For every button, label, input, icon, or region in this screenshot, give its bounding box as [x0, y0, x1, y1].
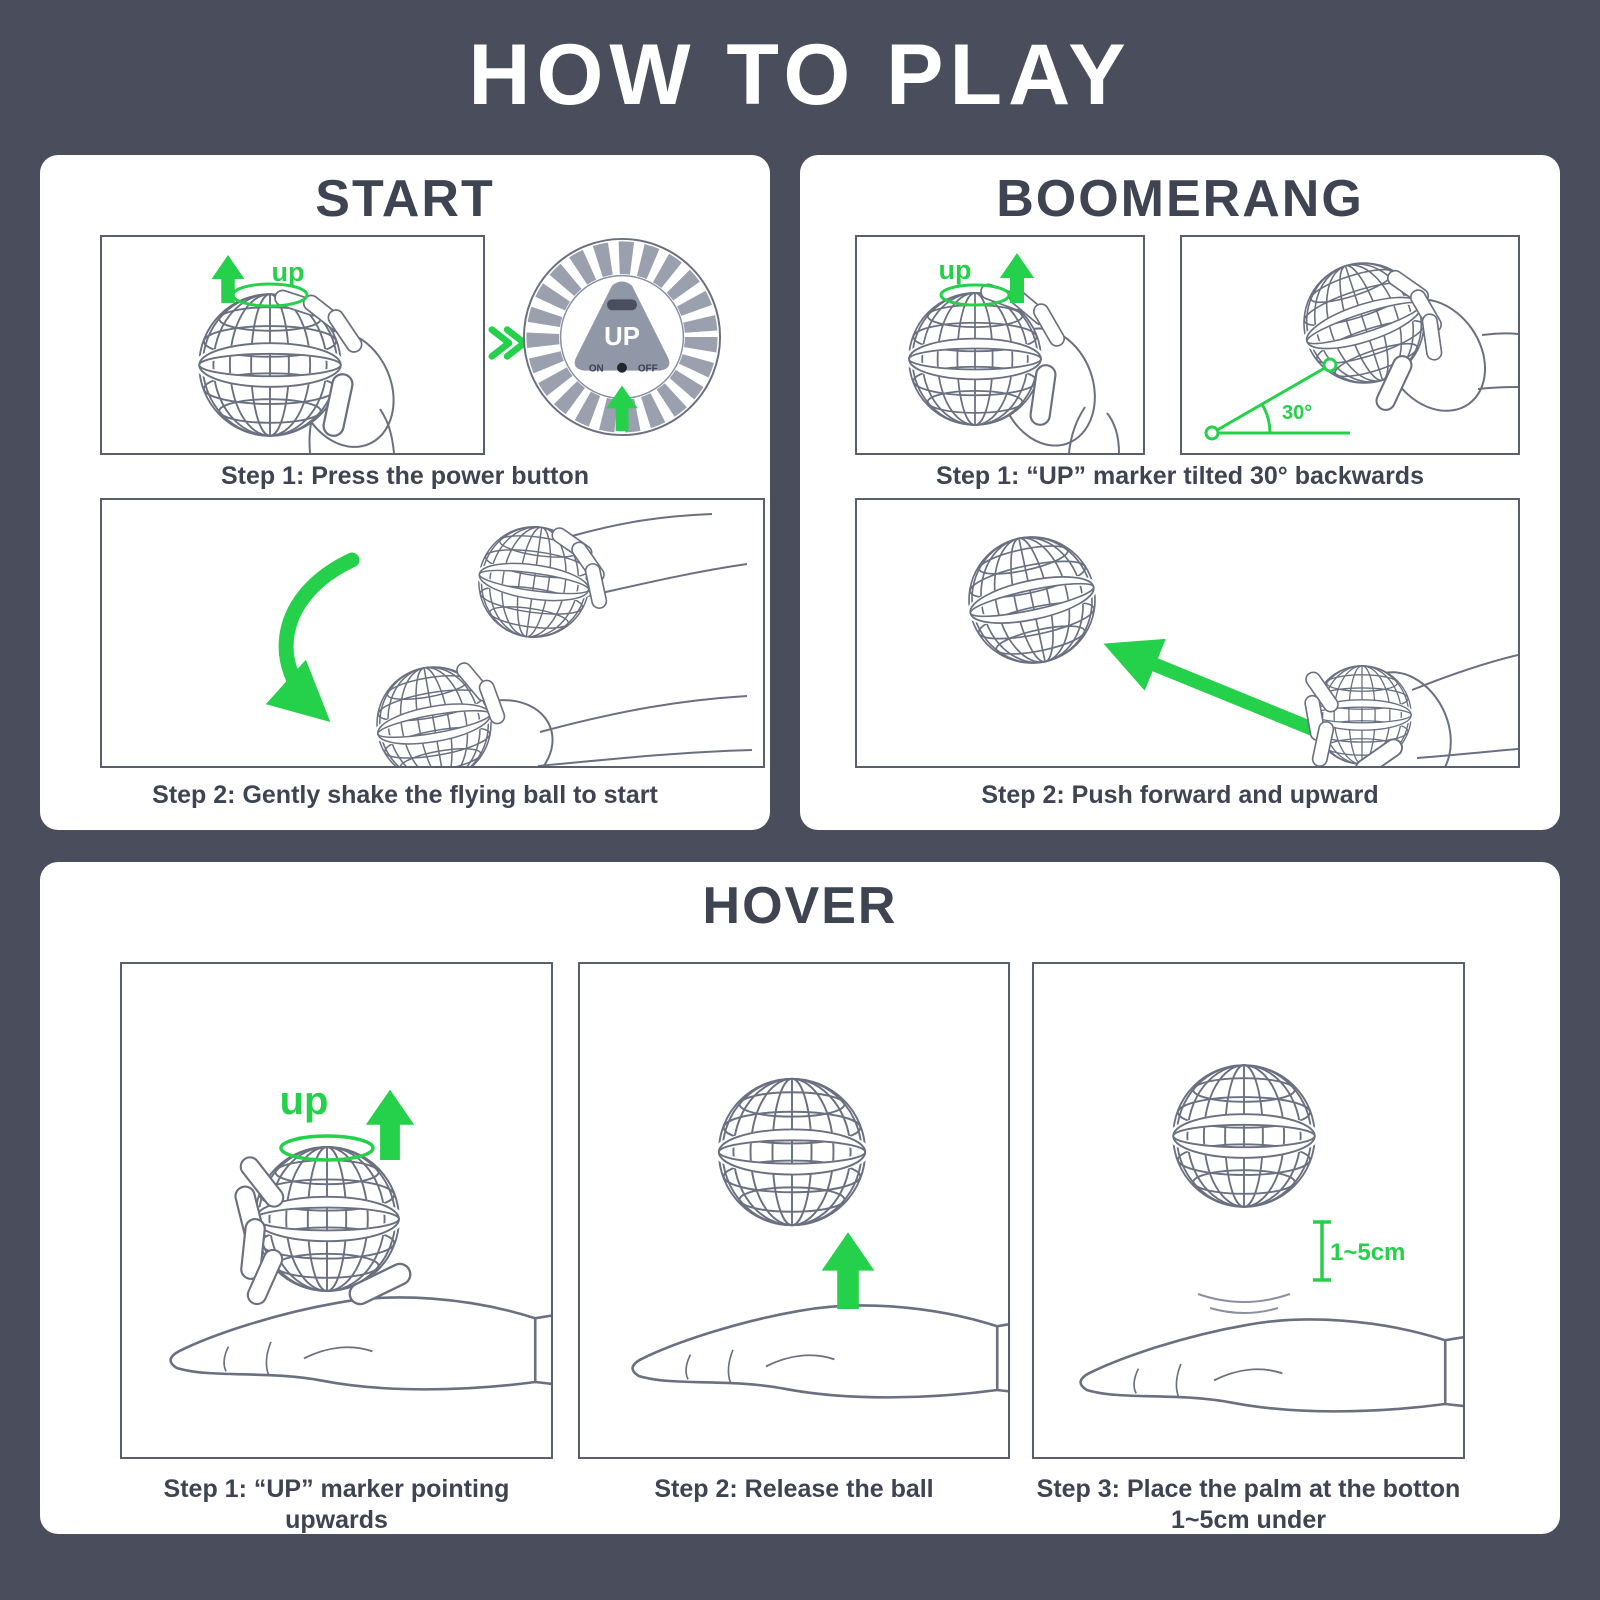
up-label: up: [272, 257, 305, 287]
start-step2-caption: Step 2: Gently shake the flying ball to …: [152, 781, 658, 809]
up-arrow-icon: [211, 255, 245, 303]
up-marker-highlight: [279, 1134, 375, 1162]
center-hub: [574, 281, 670, 371]
up-label: up: [939, 255, 972, 285]
page-title: HOW TO PLAY: [468, 27, 1132, 123]
power-button-detail: UP ON OFF: [518, 233, 726, 441]
power-switch[interactable]: [617, 362, 627, 373]
hub-up-label: UP: [604, 323, 640, 351]
boomerang-step1-caption: Step 1: “UP” marker tilted 30° backwards: [936, 462, 1424, 490]
hover-panel: HOVER up: [40, 862, 1560, 1534]
boomerang-panel: BOOMERANG up: [800, 155, 1560, 830]
up-marker-highlight: [939, 283, 1011, 307]
off-label: OFF: [638, 364, 658, 375]
charge-port: [607, 299, 637, 311]
hover-step1-illustration: up: [120, 962, 553, 1459]
start-step1-illustration: up: [100, 235, 485, 455]
boomerang-title: BOOMERANG: [996, 170, 1364, 228]
hover-step3-line2: 1~5cm under: [1171, 1506, 1326, 1535]
flying-ball: [368, 658, 500, 766]
hover-step3-illustration: 1~5cm: [1032, 962, 1465, 1459]
start-panel: START up UP ON OFF: [40, 155, 770, 830]
hover-title: HOVER: [702, 877, 898, 935]
open-palm-hand: [631, 1304, 1008, 1400]
hover-step3-line1: Step 3: Place the palm at the botton: [1036, 1475, 1461, 1503]
boomerang-step2-caption: Step 2: Push forward and upward: [981, 781, 1379, 809]
hover-step3-caption: Step 3: Place the palm at the botton 1~5…: [1012, 1474, 1485, 1537]
angle-label: 30°: [1282, 402, 1312, 424]
start-step1-caption: Step 1: Press the power button: [220, 462, 590, 490]
shake-arrow-icon: [265, 552, 360, 723]
flying-ball: [957, 525, 1106, 674]
cage-ring: [526, 241, 718, 433]
up-label: up: [280, 1079, 329, 1123]
distance-measure-icon: [1313, 1220, 1331, 1282]
open-palm-hand: [169, 1296, 551, 1392]
open-palm-hand: [1079, 1318, 1463, 1414]
on-label: ON: [589, 364, 604, 375]
start-title: START: [315, 170, 495, 228]
up-arrow-icon: [821, 1232, 875, 1309]
boomerang-step1-tilt-illustration: 30°: [1180, 235, 1520, 455]
distance-label: 1~5cm: [1330, 1239, 1405, 1266]
hover-step1-caption: Step 1: “UP” marker pointing upwards: [163, 1475, 510, 1535]
hover-step2-caption: Step 2: Release the ball: [654, 1475, 934, 1503]
air-cushion-arc: [1197, 1293, 1291, 1303]
air-cushion-arc: [1209, 1307, 1279, 1314]
hover-step2-illustration: [578, 962, 1010, 1459]
flying-ball: [909, 293, 1041, 425]
flying-ball: [1173, 1065, 1315, 1207]
start-step2-illustration: [100, 498, 765, 768]
boomerang-step2-illustration: [855, 498, 1520, 768]
boomerang-step1-hold-illustration: up: [855, 235, 1145, 455]
angle-diagram: [1204, 357, 1350, 441]
flying-ball: [719, 1079, 865, 1225]
